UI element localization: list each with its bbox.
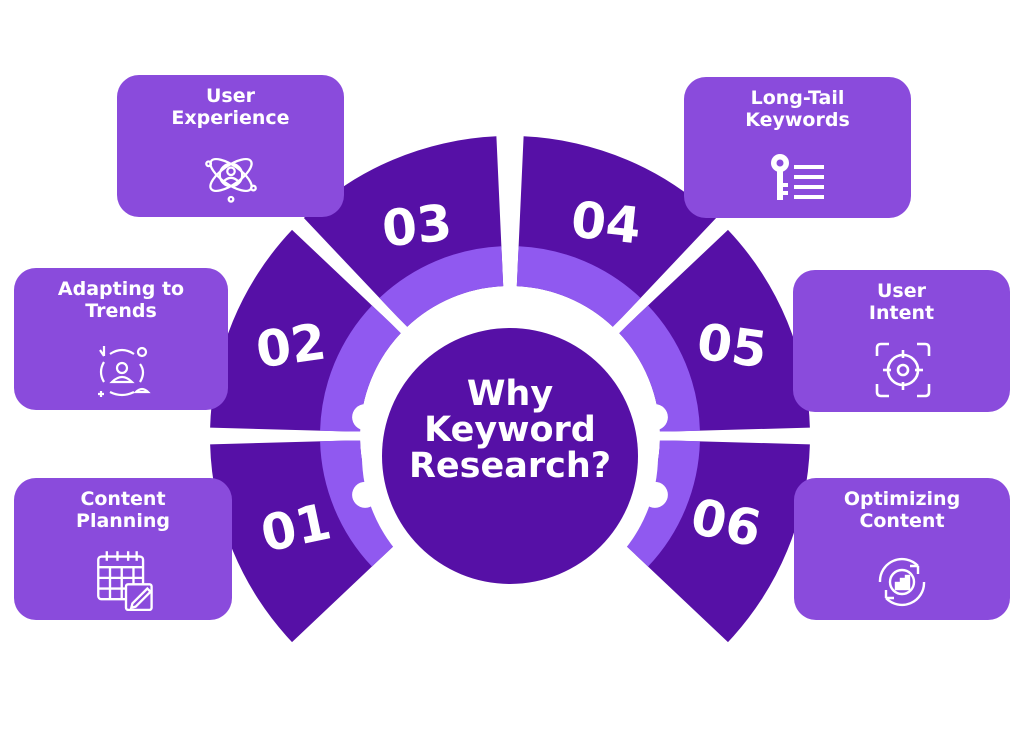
user-atom-icon <box>205 157 257 203</box>
card-label: Long-Tail Keywords <box>745 87 850 131</box>
gear-tooth <box>535 587 562 614</box>
segment-number-04: 04 <box>568 191 643 256</box>
center-line-2: Keyword <box>424 410 596 450</box>
center-line-1: Why <box>467 374 554 414</box>
gear-tooth <box>458 298 485 325</box>
ring-inner-band-3 <box>379 246 504 328</box>
ring-end-cap-2 <box>607 533 728 654</box>
ring-inner-band-5 <box>618 305 700 432</box>
trends-cycle-icon <box>98 346 151 397</box>
gear-tooth <box>641 481 668 508</box>
card-optimizing-content: Optimizing Content <box>794 478 1010 620</box>
key-list-icon <box>771 154 824 200</box>
optimize-gear-icon <box>878 557 926 607</box>
ring-separator-4 <box>605 217 729 341</box>
gear-tooth <box>603 336 630 363</box>
card-user-experience: User Experience <box>117 75 344 217</box>
card-content-planning: Content Planning <box>14 478 232 620</box>
segment-number-01: 01 <box>256 492 336 563</box>
card-adapting-to-trends: Adapting to Trends <box>14 268 228 410</box>
ring-inner-band-4 <box>516 246 641 328</box>
card-label: Optimizing Content <box>843 488 961 532</box>
calendar-icon <box>97 551 153 612</box>
gear-tooth <box>603 549 630 576</box>
card-label: User Experience <box>171 85 290 129</box>
ring-separator-2 <box>291 217 415 341</box>
target-icon <box>875 342 931 398</box>
gear-tooth <box>390 336 417 363</box>
gear-tooth <box>352 404 379 431</box>
card-label: Adapting to Trends <box>57 278 185 322</box>
card-long-tail-keywords: Long-Tail Keywords <box>684 77 911 218</box>
center-circle <box>382 328 638 584</box>
card-user-intent: User Intent <box>793 270 1010 412</box>
ring-inner-band-2 <box>320 305 402 432</box>
gear-tooth <box>458 587 485 614</box>
card-label: User Intent <box>868 280 935 324</box>
card-label: Content Planning <box>76 488 170 532</box>
gear-tooth <box>535 298 562 325</box>
segment-number-05: 05 <box>694 312 771 379</box>
ring-end-cap-1 <box>292 533 413 654</box>
gear-tooth <box>352 481 379 508</box>
center-line-3: Research? <box>409 446 611 486</box>
segment-number-02: 02 <box>253 312 330 379</box>
segment-number-06: 06 <box>686 487 766 558</box>
segment-number-03: 03 <box>379 194 454 259</box>
gear-tooth <box>641 404 668 431</box>
gear-tooth <box>390 549 417 576</box>
